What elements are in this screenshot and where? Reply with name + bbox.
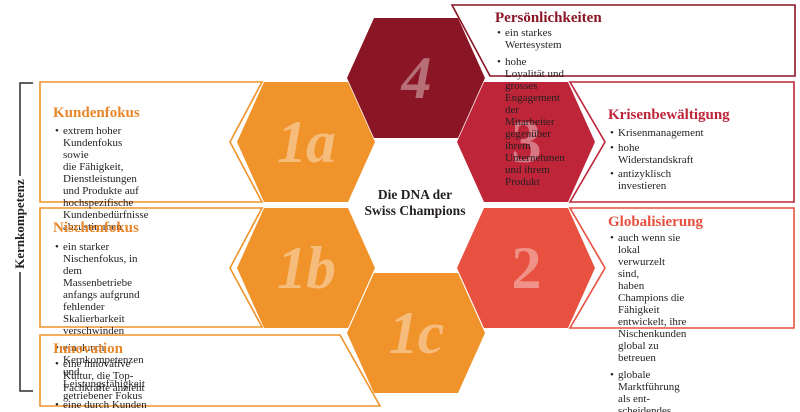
list-item: eine innovative Kultur, die Top-Fachkräf… xyxy=(55,358,149,394)
hexagon-1b xyxy=(237,208,375,328)
hexagon-1c xyxy=(347,273,485,393)
list-item: ein starker Nischenfokus, in dem Massenb… xyxy=(55,241,145,337)
hexagon-1c-label: 1c xyxy=(388,299,445,366)
list-item: eine durch Kunden und Kundenbedürfnisse … xyxy=(55,399,149,412)
bracket-top-segment xyxy=(19,82,33,176)
list-item: ein starkes Wertesystem xyxy=(497,27,565,51)
list-item: extrem hoher Kundenfokus sowie die Fähig… xyxy=(55,125,149,233)
list-item: Krisenmanagement xyxy=(610,127,704,139)
hexagon-4 xyxy=(347,18,485,138)
center-title-line-2: Swiss Champions xyxy=(364,203,466,218)
persoenlichkeiten-bullets: ein starkes Wertesystem hohe Loyalität u… xyxy=(497,27,565,188)
center-title: Die DNA der Swiss Champions xyxy=(345,187,485,219)
globalisierung-title: Globalisierung xyxy=(608,214,704,230)
list-item: hohe Loyalität und grosses Engagement de… xyxy=(497,56,565,188)
globalisierung-bullets: auch wenn sie lokal verwurzelt sind, hab… xyxy=(610,232,686,412)
persoenlichkeiten-title: Persönlichkeiten xyxy=(495,10,602,26)
kernkompetenz-bracket xyxy=(19,82,33,392)
hexagon-1a xyxy=(237,82,375,202)
krisenbewaeltigung-bullets: Krisenmanagement hohe Widerstandskraft a… xyxy=(610,127,704,192)
hexagon-4-label: 4 xyxy=(401,44,432,111)
krisenbewaeltigung-title: Krisenbewältigung xyxy=(608,107,730,123)
list-item: globale Marktführung als ent- scheidende… xyxy=(610,369,686,412)
hexagon-2 xyxy=(457,208,595,328)
innovation-title: Innovation xyxy=(53,341,124,357)
innovation-bullets: eine innovative Kultur, die Top-Fachkräf… xyxy=(55,358,149,412)
nischenfokus-title: Nischenfokus xyxy=(53,220,139,236)
kundenfokus-bullets: extrem hoher Kundenfokus sowie die Fähig… xyxy=(55,125,149,233)
list-item: antizyklisch investieren xyxy=(610,168,704,192)
hexagon-2-label: 2 xyxy=(511,234,542,301)
hexagon-1b-label: 1b xyxy=(277,234,336,301)
hexagon-1a-label: 1a xyxy=(277,108,336,175)
kernkompetenz-label: Kernkompetenz xyxy=(12,179,27,269)
list-item: hohe Widerstandskraft xyxy=(610,142,704,166)
bracket-bottom-segment xyxy=(19,272,33,392)
list-item: auch wenn sie lokal verwurzelt sind, hab… xyxy=(610,232,686,364)
center-title-line-1: Die DNA der xyxy=(377,187,453,202)
kundenfokus-title: Kundenfokus xyxy=(53,105,140,121)
